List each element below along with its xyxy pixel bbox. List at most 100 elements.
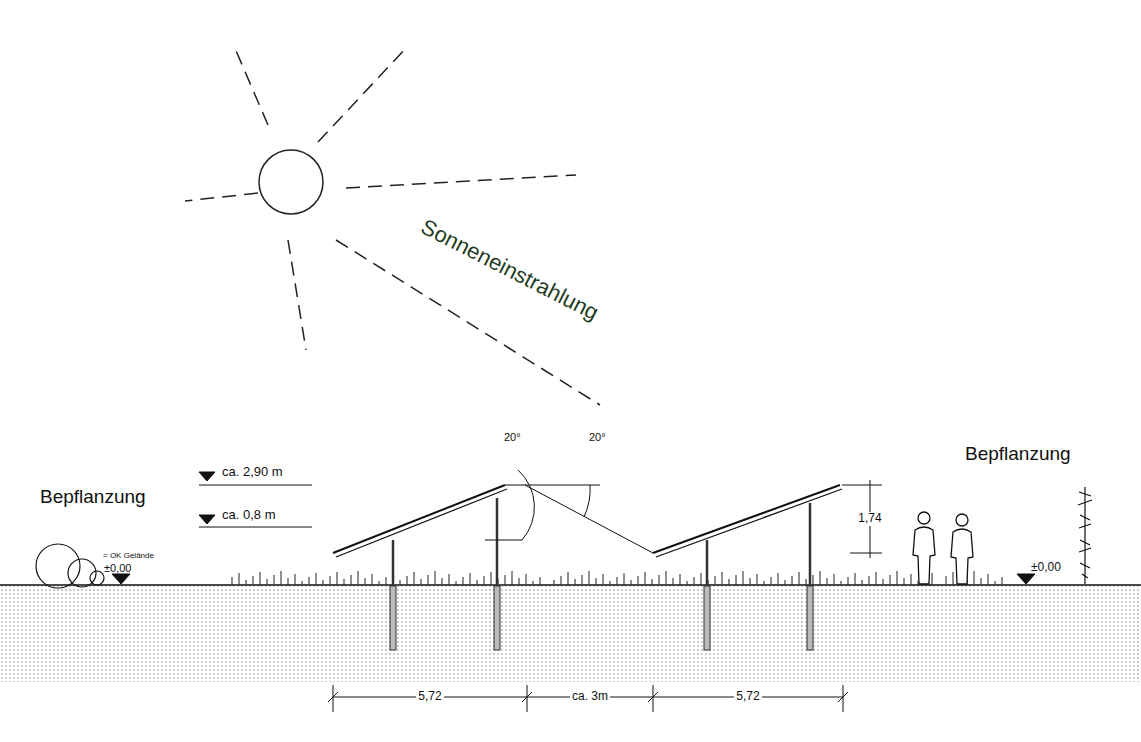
grass-stroke (351, 575, 352, 585)
grass-stroke (652, 579, 653, 585)
grass-stroke (911, 574, 912, 585)
grass-stroke (442, 578, 443, 585)
dimension-label: 1,74 (856, 512, 883, 526)
grass-stroke (932, 573, 933, 585)
grass-stroke (603, 574, 604, 585)
grass-stroke (414, 572, 415, 585)
grass-stroke (372, 574, 373, 585)
grass-stroke (736, 575, 737, 585)
grass-stroke (841, 581, 842, 585)
grass-stroke (981, 578, 982, 585)
grass-stroke (316, 573, 317, 585)
grass-stroke (596, 578, 597, 585)
level-marks (112, 472, 1035, 584)
grass-stroke (1002, 577, 1003, 585)
grass-stroke (463, 577, 464, 585)
grass-stroke (862, 580, 863, 585)
grass-stroke (421, 579, 422, 585)
grass-stroke (246, 580, 247, 585)
grass-stroke (456, 581, 457, 585)
grass-stroke (379, 581, 380, 585)
grass-stroke (785, 580, 786, 585)
grass-stroke (428, 575, 429, 585)
grass-stroke (232, 577, 233, 585)
grass-stroke (491, 572, 492, 585)
pv-panels (333, 485, 842, 557)
grass-stroke (778, 573, 779, 585)
level-value: ±0,00 (1031, 561, 1061, 575)
grass-stroke (855, 573, 856, 585)
grass-stroke (771, 577, 772, 585)
grass-stroke (344, 579, 345, 585)
grass-stroke (470, 573, 471, 585)
grass-strokes (232, 571, 1002, 585)
grass-stroke (617, 577, 618, 585)
grass-stroke (680, 574, 681, 585)
grass-stroke (358, 571, 359, 585)
grass-stroke (365, 578, 366, 585)
grass-stroke (813, 575, 814, 585)
light-label: Sonneneinstrahlung (417, 214, 603, 325)
grass-stroke (764, 581, 765, 585)
grass-stroke (561, 576, 562, 585)
grass-stroke (519, 578, 520, 585)
grass-stroke (666, 571, 667, 585)
grass-stroke (631, 580, 632, 585)
dimension-label: 5,72 (734, 690, 761, 704)
grass-stroke (477, 580, 478, 585)
people-figures (913, 512, 973, 584)
grass-stroke (274, 575, 275, 585)
grass-stroke (239, 573, 240, 585)
grass-stroke (876, 572, 877, 585)
grass-stroke (673, 578, 674, 585)
grass-stroke (869, 576, 870, 585)
level-label: ca. 2,90 m (222, 465, 283, 480)
grass-stroke (890, 575, 891, 585)
grass-stroke (505, 575, 506, 585)
planting-label: Bepflanzung (40, 486, 146, 508)
grass-stroke (743, 571, 744, 585)
grass-stroke (806, 579, 807, 585)
grass-stroke (330, 576, 331, 585)
grass-stroke (449, 574, 450, 585)
mounting-posts (390, 498, 813, 650)
grass-stroke (337, 572, 338, 585)
ground-line (0, 584, 1141, 586)
grass-stroke (638, 576, 639, 585)
grass-stroke (323, 580, 324, 585)
grass-stroke (260, 572, 261, 585)
planting-shrubs (36, 544, 104, 588)
grass-stroke (288, 578, 289, 585)
grass-stroke (687, 581, 688, 585)
dimension-label: 5,72 (416, 690, 443, 704)
grass-stroke (820, 571, 821, 585)
grass-stroke (953, 572, 954, 585)
angle-label: 20° (504, 431, 521, 444)
soil-hatch (0, 586, 1141, 682)
grass-stroke (526, 574, 527, 585)
grass-stroke (729, 579, 730, 585)
grass-stroke (512, 571, 513, 585)
grass-stroke (883, 579, 884, 585)
grass-stroke (750, 578, 751, 585)
span-dimension (328, 685, 848, 712)
planting-label: Bepflanzung (965, 443, 1071, 465)
grass-stroke (897, 571, 898, 585)
grass-stroke (904, 578, 905, 585)
grass-stroke (540, 577, 541, 585)
grass-stroke (575, 579, 576, 585)
grass-stroke (295, 574, 296, 585)
grass-stroke (995, 581, 996, 585)
grass-stroke (722, 572, 723, 585)
level-value: ±0,00 (104, 562, 131, 575)
grass-stroke (589, 571, 590, 585)
grass-stroke (568, 572, 569, 585)
ground-note: = OK Gelände (103, 551, 154, 560)
level-label: ca. 0,8 m (222, 508, 275, 523)
grass-stroke (400, 580, 401, 585)
grass-stroke (848, 577, 849, 585)
grass-stroke (267, 579, 268, 585)
grass-stroke (792, 576, 793, 585)
